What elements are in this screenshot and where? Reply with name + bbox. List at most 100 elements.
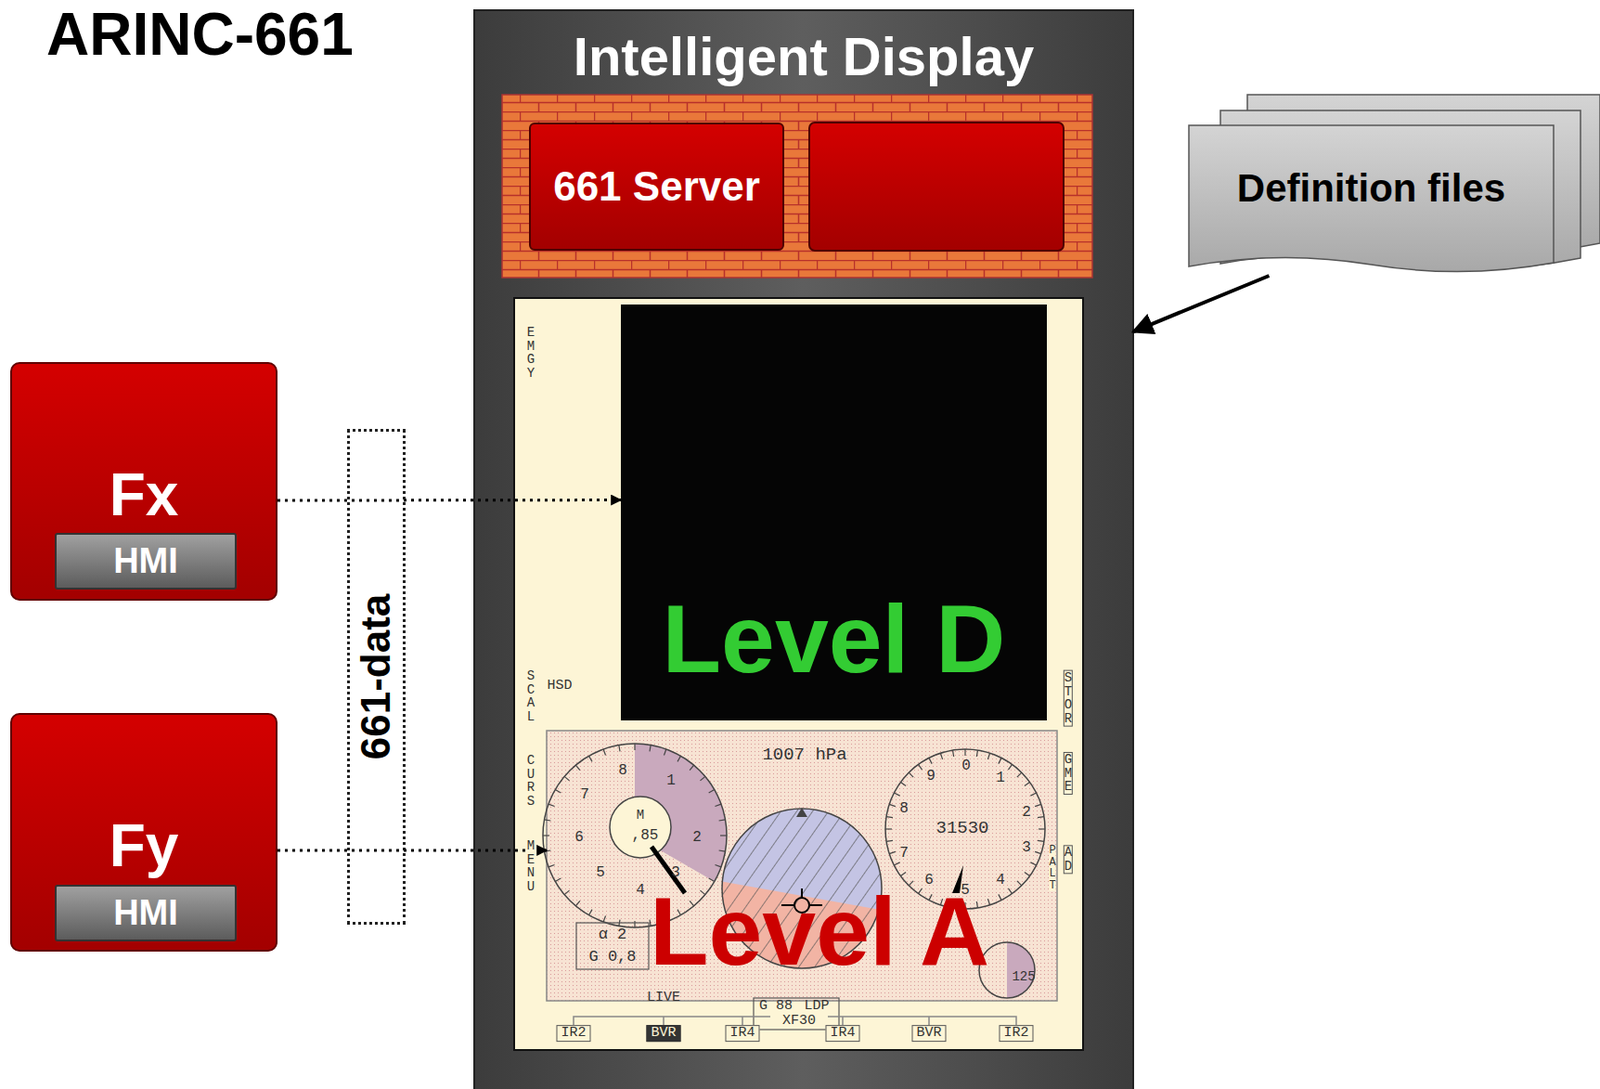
gauge-tick xyxy=(719,850,726,852)
gauge-tick xyxy=(714,864,722,866)
screen-label: ,85 xyxy=(632,827,659,844)
gauge-tick xyxy=(917,763,922,770)
gauge-tick xyxy=(929,757,932,763)
load-arrow xyxy=(1133,275,1269,332)
screen-label: 4 xyxy=(995,872,1006,889)
screen-label: 7 xyxy=(580,787,590,803)
gauge-tick xyxy=(940,752,942,760)
screen-label: IR4 xyxy=(724,1024,760,1042)
screen-label: 3 xyxy=(670,864,681,881)
node-text: Fy xyxy=(109,811,180,880)
gauge-tick xyxy=(544,850,552,852)
gauge-tick xyxy=(589,755,594,762)
gauge-tick xyxy=(889,803,896,806)
hmi-box: HMI xyxy=(54,532,237,590)
screen-label: 4 xyxy=(635,882,646,899)
gauge-tick xyxy=(699,775,705,780)
function-box: FxHMI xyxy=(10,361,278,601)
gauge-tick xyxy=(575,900,580,905)
gauge-tick xyxy=(964,748,966,756)
screen-label: G 0,8 xyxy=(588,948,636,966)
screen-label: XF30 xyxy=(782,1013,816,1029)
gauge-tick xyxy=(544,819,552,821)
softkey-label: MENU xyxy=(527,838,535,894)
softkey-label: CURS xyxy=(527,753,535,809)
node-text: HMI xyxy=(113,541,179,581)
gauge-tick xyxy=(1034,851,1042,853)
screen-label: 3 xyxy=(1021,839,1032,856)
gauge-tick xyxy=(603,748,606,756)
document-outline xyxy=(1188,125,1554,272)
gauge-tick xyxy=(987,752,990,760)
node-text: Fx xyxy=(109,460,180,530)
screen-label: 31530 xyxy=(935,819,989,839)
gauge-tick xyxy=(900,781,906,786)
node-text: HMI xyxy=(113,892,179,933)
gauge-tick xyxy=(953,749,955,757)
gauge-tick xyxy=(998,893,1002,900)
screen-label: 6 xyxy=(574,829,584,846)
screen-label: IR2 xyxy=(555,1024,591,1042)
function-box: FyHMI xyxy=(10,712,278,952)
gauge-tick xyxy=(1017,772,1022,777)
screen-label: M xyxy=(636,808,645,823)
softkey-label: SCAL xyxy=(527,669,535,724)
gauge-tick xyxy=(548,803,555,806)
partition-firewall xyxy=(502,94,1093,278)
screen-label: 2 xyxy=(1021,804,1032,821)
display-unit: Intelligent Display 661 ServerLevel D Leve… xyxy=(474,10,1134,1089)
gauge-tick xyxy=(709,789,715,794)
gauge-tick xyxy=(663,748,666,756)
gauge-tick xyxy=(893,862,900,865)
data-bus-box: 661-data xyxy=(347,428,406,925)
gauge-tick xyxy=(564,890,569,894)
node-text: 661-data xyxy=(353,593,400,761)
gauge-tick xyxy=(633,920,635,928)
screen-label: 0 xyxy=(961,758,971,775)
document-stack: Definition files xyxy=(1188,125,1554,276)
screen-bezel xyxy=(513,296,1084,1051)
node-text: Level A xyxy=(649,876,990,987)
gauge-tick xyxy=(720,834,727,836)
gauge-tick xyxy=(900,871,906,876)
screen-label: α 2 xyxy=(598,926,628,943)
instrument-panel xyxy=(546,730,1058,1001)
screen-label: HSD xyxy=(546,678,572,694)
gauge-tick xyxy=(1030,862,1036,865)
gauge-tick xyxy=(1007,763,1012,770)
gauge-tick xyxy=(1024,781,1031,786)
display-window: Level D xyxy=(620,304,1047,721)
gauge-tick xyxy=(603,915,606,922)
gauge-tick xyxy=(719,819,726,821)
gauge-tick xyxy=(548,864,555,866)
screen-label: 7 xyxy=(899,845,909,862)
softkey-label: STOR xyxy=(1063,670,1073,727)
screen-label: 125 xyxy=(1011,969,1035,984)
gauge-tick xyxy=(1024,871,1031,876)
gauge-tick xyxy=(893,792,900,796)
screen-label: G 88 xyxy=(759,998,793,1014)
node-text: Definition files xyxy=(1237,166,1506,211)
node-text: 661 Server xyxy=(553,163,761,210)
instrument-panel-texture xyxy=(546,730,1058,1001)
alpha-g-box xyxy=(576,922,649,969)
screen-label: 1007 hPa xyxy=(761,746,847,765)
gauge-tick xyxy=(554,877,561,882)
softkey-label: GME xyxy=(1063,751,1073,795)
screen-label: 1 xyxy=(995,770,1006,787)
screen-label: BVR xyxy=(911,1024,946,1042)
data-flow-arrow xyxy=(277,498,621,503)
softkey-label: PALT xyxy=(1048,844,1056,891)
gauge-tick xyxy=(908,772,914,777)
gauge-tick xyxy=(689,764,694,770)
gauge-tick xyxy=(1038,827,1046,829)
server-box: 661 Server xyxy=(529,122,785,251)
gauge-tick xyxy=(998,757,1002,763)
node-text: Level D xyxy=(662,583,1007,695)
node-text: Intelligent Display xyxy=(573,25,1034,88)
screen-label: 8 xyxy=(618,762,628,779)
gauge-tick xyxy=(976,749,978,757)
screen-label: 2 xyxy=(692,829,702,846)
screen-label: 9 xyxy=(926,768,936,785)
screen-label: 6 xyxy=(924,872,934,889)
